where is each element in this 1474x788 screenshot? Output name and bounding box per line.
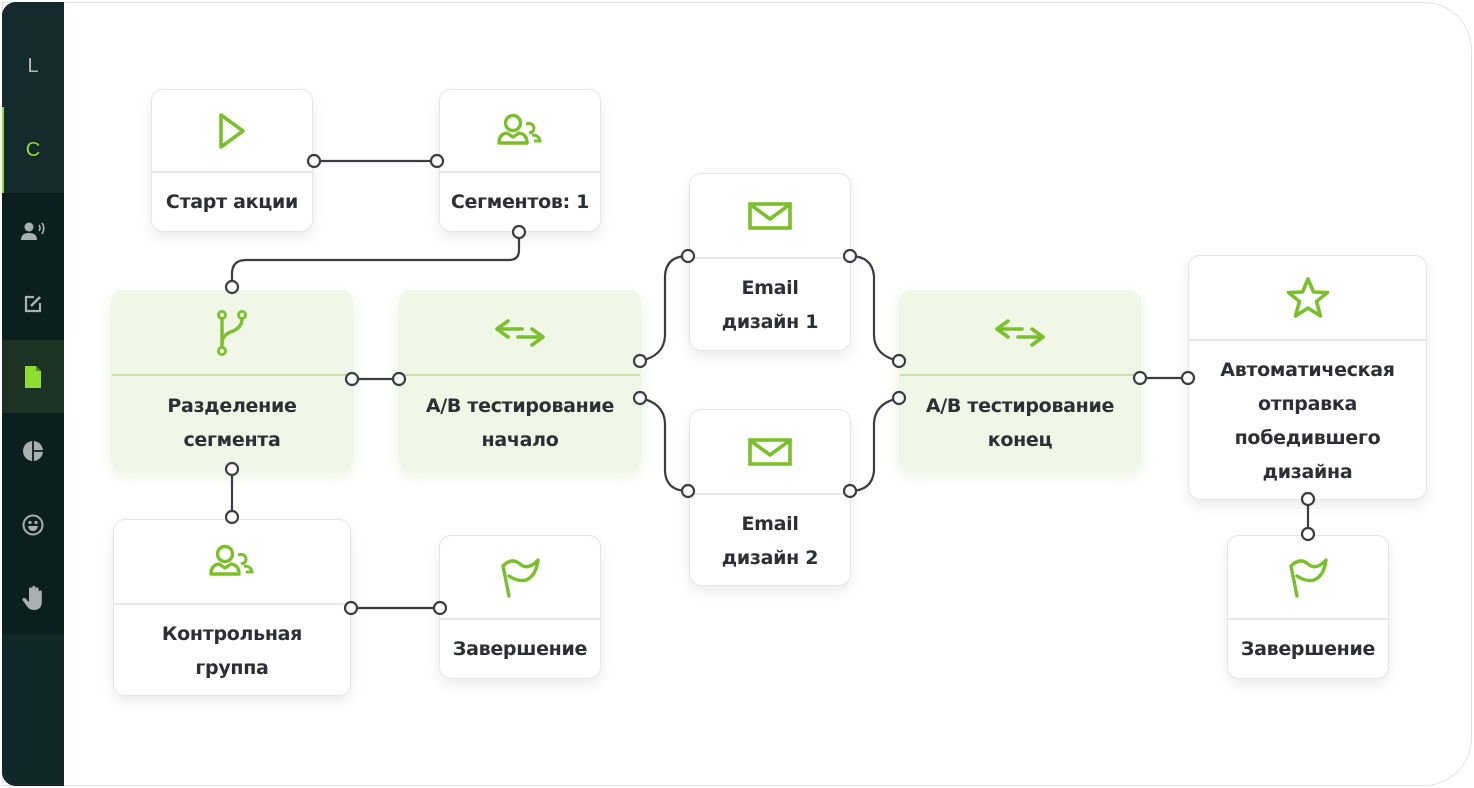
users-icon xyxy=(497,113,542,145)
node-split-label-line2: сегмента xyxy=(183,429,281,451)
swap-arrows-icon xyxy=(995,318,1045,347)
node-control-label-line1: Контрольная xyxy=(161,622,303,645)
node-ab-start-label-line2: начало xyxy=(481,429,559,451)
envelope-icon xyxy=(748,201,792,230)
node-email2-label-line2: дизайн 2 xyxy=(721,546,819,569)
node-auto-send-label-line3: победившего xyxy=(1234,426,1381,449)
node-start[interactable]: Старт акции xyxy=(151,89,313,232)
sidebar-footer xyxy=(2,634,64,786)
node-finish-2-label: Завершение xyxy=(1240,638,1376,660)
sidebar-item-l-label: L xyxy=(27,55,39,77)
sidebar-item-c-label: C xyxy=(25,138,41,161)
node-auto-send-label-line2: отправка xyxy=(1258,392,1357,415)
node-split-segment[interactable]: Разделение сегмента xyxy=(111,290,353,470)
sidebar-item-edit[interactable] xyxy=(2,268,64,340)
wire-email2-abend xyxy=(849,396,900,493)
sidebar: L C xyxy=(2,2,64,786)
node-ab-end-label-line1: A/B тестирование xyxy=(925,395,1115,417)
node-start-label: Старт акции xyxy=(165,191,299,213)
node-email-design-2[interactable]: Email дизайн 2 xyxy=(689,409,851,586)
active-indicator xyxy=(2,107,4,193)
node-split-label-line1: Разделение xyxy=(167,395,297,417)
node-email1-label-line2: дизайн 1 xyxy=(721,311,819,333)
node-auto-send-label-line4: дизайна xyxy=(1262,460,1353,483)
sidebar-item-document[interactable] xyxy=(2,340,64,413)
envelope-icon xyxy=(748,437,792,466)
play-icon xyxy=(219,112,245,149)
node-email2-label-line1: Email xyxy=(741,512,799,535)
wire-abstart-email2 xyxy=(639,396,689,493)
node-finish-1-label: Завершение xyxy=(452,638,588,660)
wire-segments-split xyxy=(230,232,521,287)
sidebar-item-l[interactable]: L xyxy=(2,2,64,107)
node-segments-label: Сегментов: 1 xyxy=(450,191,590,213)
sidebar-item-smiley[interactable] xyxy=(2,488,64,562)
branch-icon xyxy=(217,309,247,356)
flag-icon xyxy=(501,558,540,598)
node-ab-start-label-line1: A/B тестирование xyxy=(425,395,615,417)
node-control-label-line2: группа xyxy=(195,656,269,679)
document-icon xyxy=(25,365,41,388)
swap-arrows-icon xyxy=(495,318,545,347)
smiley-icon xyxy=(22,514,44,536)
node-segments[interactable]: Сегментов: 1 xyxy=(439,89,601,232)
node-ab-test-start[interactable]: A/B тестирование начало xyxy=(399,290,641,470)
flag-icon xyxy=(1289,558,1328,598)
sidebar-item-c[interactable]: C xyxy=(2,107,64,193)
hand-icon xyxy=(22,585,42,610)
node-ab-test-end[interactable]: A/B тестирование конец xyxy=(899,290,1141,470)
node-auto-send-winner[interactable]: Автоматическая отправка победившего диза… xyxy=(1188,255,1427,500)
edit-icon xyxy=(24,295,42,313)
speaking-person-icon xyxy=(21,222,45,240)
sidebar-item-reports[interactable] xyxy=(2,413,64,488)
node-control-group[interactable]: Контрольная группа xyxy=(113,519,351,696)
node-email1-label-line1: Email xyxy=(741,277,799,299)
wire-email1-abend xyxy=(849,254,900,363)
node-email-design-1[interactable]: Email дизайн 1 xyxy=(689,173,851,351)
sidebar-item-hand[interactable] xyxy=(2,562,64,634)
users-icon xyxy=(209,544,254,576)
wire-abstart-email1 xyxy=(639,254,689,363)
node-finish-2[interactable]: Завершение xyxy=(1227,535,1389,679)
pie-chart-icon xyxy=(23,440,43,461)
node-finish-1[interactable]: Завершение xyxy=(439,535,601,679)
sidebar-item-audience[interactable] xyxy=(2,193,64,268)
node-auto-send-label-line1: Автоматическая xyxy=(1220,358,1395,381)
node-ab-end-label-line2: конец xyxy=(987,429,1053,451)
star-icon xyxy=(1286,276,1329,318)
